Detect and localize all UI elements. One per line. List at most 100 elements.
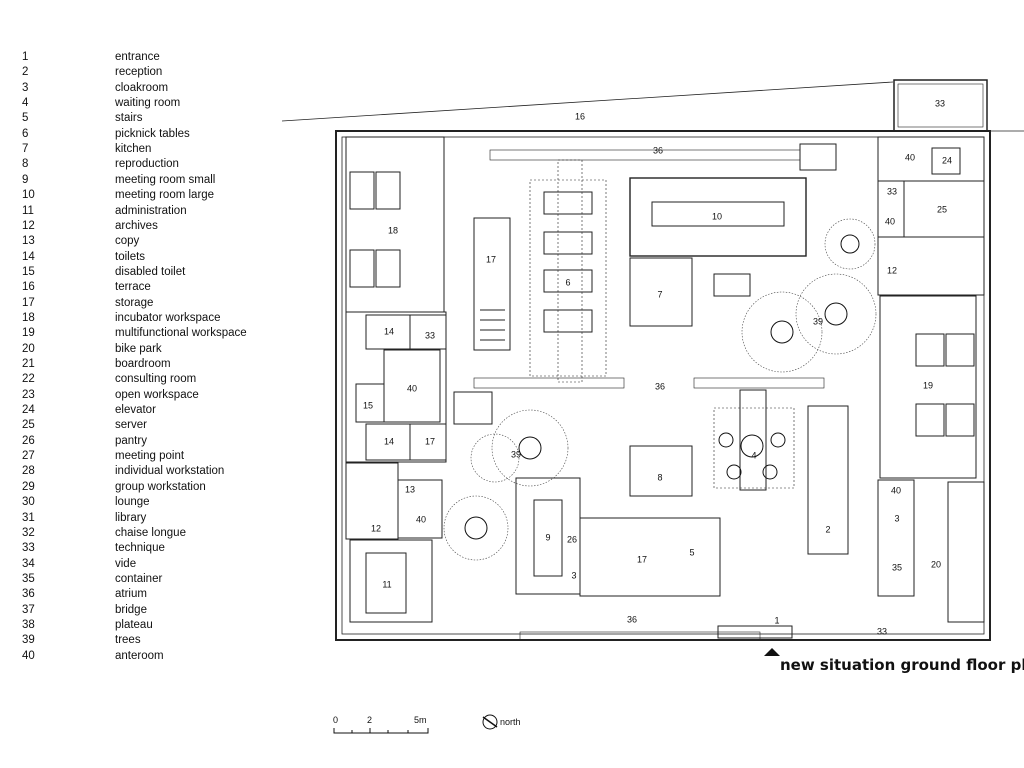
toilet-block bbox=[345, 311, 447, 463]
legend-number: 8 bbox=[22, 158, 29, 171]
tag-40: 40 bbox=[407, 383, 417, 393]
tag-9: 9 bbox=[545, 532, 550, 542]
tag-18: 18 bbox=[388, 225, 398, 235]
legend-label: individual workstation bbox=[115, 465, 225, 478]
legend-number: 5 bbox=[22, 112, 29, 125]
meeting-room-large bbox=[629, 177, 807, 257]
tag-36: 36 bbox=[627, 614, 637, 624]
legend-number: 34 bbox=[22, 557, 35, 570]
tag-13: 13 bbox=[405, 484, 415, 494]
legend-number: 26 bbox=[22, 434, 35, 447]
legend-label: pantry bbox=[115, 434, 147, 447]
legend-number: 10 bbox=[22, 189, 35, 202]
legend-label: meeting room small bbox=[115, 173, 216, 186]
legend-label: atrium bbox=[115, 588, 147, 601]
bike-park bbox=[947, 481, 985, 623]
legend-number: 9 bbox=[22, 173, 29, 186]
legend-label: toilets bbox=[115, 250, 146, 263]
tag-1: 1 bbox=[774, 615, 779, 625]
legend-number: 6 bbox=[22, 127, 29, 140]
legend-label: archives bbox=[115, 219, 158, 232]
tag-36: 36 bbox=[653, 145, 663, 155]
tag-36: 36 bbox=[655, 381, 665, 391]
legend-label: chaise longue bbox=[115, 526, 186, 539]
tree-39-east bbox=[741, 291, 823, 373]
legend-label: library bbox=[115, 511, 147, 524]
kitchen bbox=[629, 257, 693, 327]
legend-label: server bbox=[115, 419, 147, 432]
tag-40: 40 bbox=[905, 152, 915, 162]
legend-number: 36 bbox=[22, 588, 35, 601]
legend-number: 31 bbox=[22, 511, 35, 524]
legend-label: technique bbox=[115, 542, 165, 555]
legend-label: meeting room large bbox=[115, 189, 215, 202]
tag-4: 4 bbox=[751, 450, 756, 460]
reproduction bbox=[629, 445, 693, 497]
legend-number: 27 bbox=[22, 450, 35, 463]
administration-room bbox=[349, 539, 433, 623]
tag-10: 10 bbox=[712, 211, 722, 221]
legend-number: 12 bbox=[22, 219, 35, 232]
legend-number: 32 bbox=[22, 526, 35, 539]
legend-number: 11 bbox=[22, 204, 34, 217]
tree-courtyard bbox=[443, 495, 509, 561]
legend-label: boardroom bbox=[115, 358, 171, 370]
tag-14: 14 bbox=[384, 436, 394, 446]
tag-16: 16 bbox=[575, 111, 585, 121]
tag-3: 3 bbox=[894, 513, 899, 523]
scale-5m-label: 5m bbox=[414, 715, 427, 725]
legend-label: reproduction bbox=[115, 158, 179, 171]
site-boundary-line bbox=[281, 81, 894, 122]
legend-label: picknick tables bbox=[115, 127, 190, 140]
tag-33: 33 bbox=[887, 186, 897, 196]
legend-label: storage bbox=[115, 296, 154, 309]
tag-33: 33 bbox=[425, 330, 435, 340]
legend-number: 7 bbox=[22, 143, 29, 156]
legend-label: terrace bbox=[115, 281, 151, 294]
legend-label: entrance bbox=[115, 51, 160, 63]
legend-label: cloakroom bbox=[115, 81, 169, 94]
legend-label: open workspace bbox=[115, 388, 199, 401]
legend-label: copy bbox=[115, 235, 140, 248]
legend-number: 39 bbox=[22, 634, 35, 647]
scale-0-label: 0 bbox=[333, 715, 338, 725]
tag-20: 20 bbox=[931, 559, 941, 569]
tag-33: 33 bbox=[935, 98, 945, 108]
legend-number: 37 bbox=[22, 603, 35, 616]
legend-number: 20 bbox=[22, 342, 35, 355]
legend-label: trees bbox=[115, 634, 141, 647]
legend-label: administration bbox=[115, 204, 187, 217]
legend-label: kitchen bbox=[115, 143, 152, 156]
technique-box-top bbox=[893, 79, 988, 132]
legend-number: 13 bbox=[22, 235, 35, 248]
tag-12: 12 bbox=[371, 523, 381, 533]
tag-19: 19 bbox=[923, 380, 933, 390]
legend-label: incubator workspace bbox=[115, 311, 221, 324]
legend-label: consulting room bbox=[115, 373, 197, 386]
legend-label: container bbox=[115, 572, 163, 585]
tag-25: 25 bbox=[937, 204, 947, 214]
tag-40: 40 bbox=[891, 485, 901, 495]
legend-number: 21 bbox=[22, 358, 35, 370]
legend-number: 35 bbox=[22, 572, 35, 585]
tag-3: 3 bbox=[571, 570, 576, 580]
legend-number: 3 bbox=[22, 81, 29, 94]
legend-number: 23 bbox=[22, 388, 35, 401]
entrance-arrow-icon bbox=[764, 648, 780, 656]
north-arrow-icon bbox=[482, 714, 498, 730]
tag-7: 7 bbox=[657, 289, 662, 299]
tag-15: 15 bbox=[363, 400, 373, 410]
legend-label: stairs bbox=[115, 112, 143, 125]
tag-39: 39 bbox=[511, 449, 521, 459]
tag-14: 14 bbox=[384, 326, 394, 336]
legend-label: group workstation bbox=[115, 480, 206, 493]
tag-17: 17 bbox=[637, 554, 647, 564]
legend-label: lounge bbox=[115, 496, 150, 509]
legend-label: elevator bbox=[115, 404, 156, 417]
legend-label: waiting room bbox=[115, 97, 181, 110]
legend-number: 38 bbox=[22, 618, 35, 631]
legend-label: bridge bbox=[115, 603, 147, 616]
legend-number: 25 bbox=[22, 419, 35, 432]
